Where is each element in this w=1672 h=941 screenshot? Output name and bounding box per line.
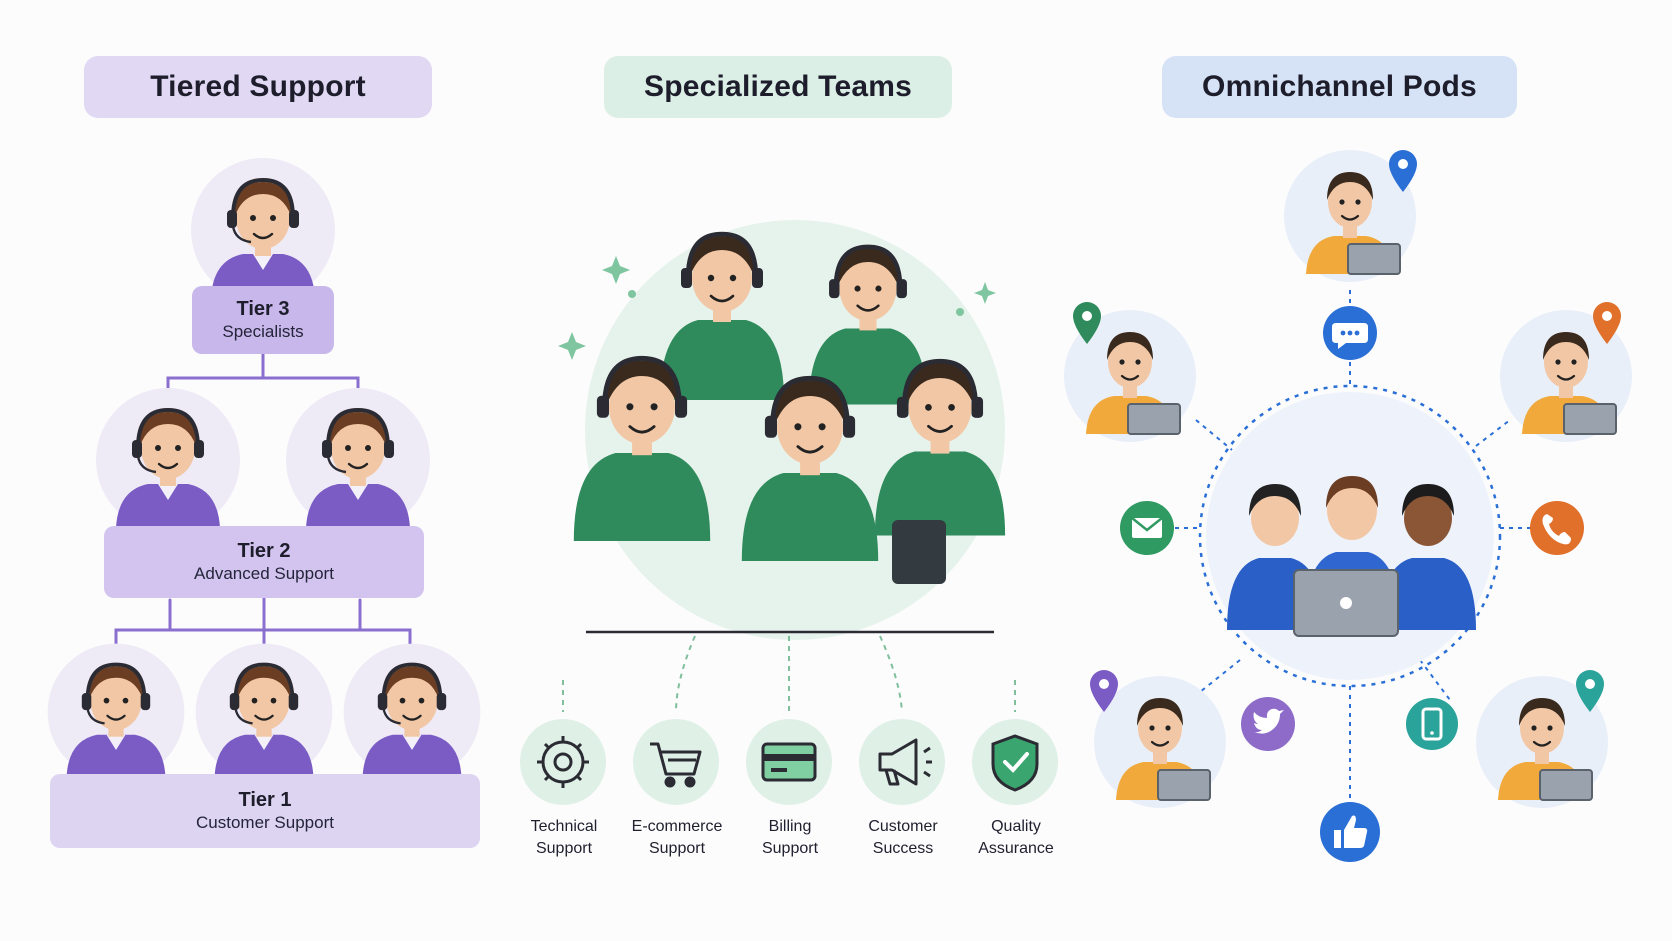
category-line2: Assurance — [978, 840, 1054, 857]
tier3-connector — [166, 352, 360, 402]
tier1-box: Tier 1 Customer Support — [50, 774, 480, 848]
category-technical-support: Technical Support — [509, 816, 619, 860]
tier3-name: Tier 3 — [236, 298, 290, 320]
tier1-agent-avatar — [341, 641, 483, 783]
tier3-agent-avatar — [189, 156, 337, 304]
tier3-box: Tier 3 Specialists — [192, 286, 334, 354]
tiered-support-diagram — [45, 156, 483, 783]
tiered-support-title: Tiered Support — [84, 56, 432, 118]
category-line1: Technical — [530, 818, 598, 835]
category-line1: Quality — [991, 818, 1041, 835]
location-pin-icon — [1073, 302, 1101, 344]
category-line1: E-commerce — [631, 818, 723, 835]
phone-icon — [1530, 501, 1584, 555]
category-billing-support: Billing Support — [735, 816, 845, 860]
location-pin-icon — [1593, 302, 1621, 344]
location-pin-icon — [1576, 670, 1604, 712]
gear-icon — [537, 736, 589, 788]
team-members-illustration — [574, 234, 1005, 584]
category-customer-success: Customer Success — [848, 816, 958, 860]
tier2-box: Tier 2 Advanced Support — [104, 526, 424, 598]
category-line1: Billing — [768, 818, 812, 835]
shield-check-icon — [991, 734, 1039, 792]
pod-ring — [1198, 384, 1502, 688]
location-pin-icon — [1090, 670, 1118, 712]
tier1-agent-avatar — [193, 641, 335, 783]
tier1-subtitle: Customer Support — [196, 813, 334, 832]
category-line2: Support — [535, 840, 593, 857]
category-quality-assurance: Quality Assurance — [961, 816, 1071, 860]
category-line2: Support — [648, 840, 706, 857]
category-line2: Support — [761, 840, 819, 857]
thumbs-up-icon — [1320, 802, 1380, 862]
omnichannel-pods-title: Omnichannel Pods — [1162, 56, 1517, 118]
twitter-icon — [1241, 697, 1295, 751]
cart-icon — [650, 742, 702, 788]
location-pin-icon — [1389, 150, 1417, 192]
specialized-teams-title: Specialized Teams — [604, 56, 952, 118]
megaphone-icon — [878, 738, 932, 786]
category-ecommerce-support: E-commerce Support — [622, 816, 732, 860]
tier3-subtitle: Specialists — [222, 322, 304, 341]
category-line2: Success — [872, 840, 934, 857]
category-line1: Customer — [868, 818, 938, 835]
email-icon — [1120, 501, 1174, 555]
credit-card-icon — [761, 742, 817, 782]
tier2-agent-avatar — [284, 386, 432, 534]
tier1-name: Tier 1 — [238, 789, 292, 811]
mobile-icon — [1406, 698, 1458, 750]
pod-team-illustration — [1206, 392, 1494, 680]
tier1-agent-avatar — [45, 641, 187, 783]
omnichannel-pods-diagram — [1062, 148, 1634, 862]
tier2-name: Tier 2 — [237, 540, 291, 562]
tier2-subtitle: Advanced Support — [194, 564, 334, 583]
tier2-agent-avatar — [94, 386, 242, 534]
chat-bubble-icon — [1323, 306, 1377, 360]
specialized-teams-diagram — [520, 220, 1058, 805]
